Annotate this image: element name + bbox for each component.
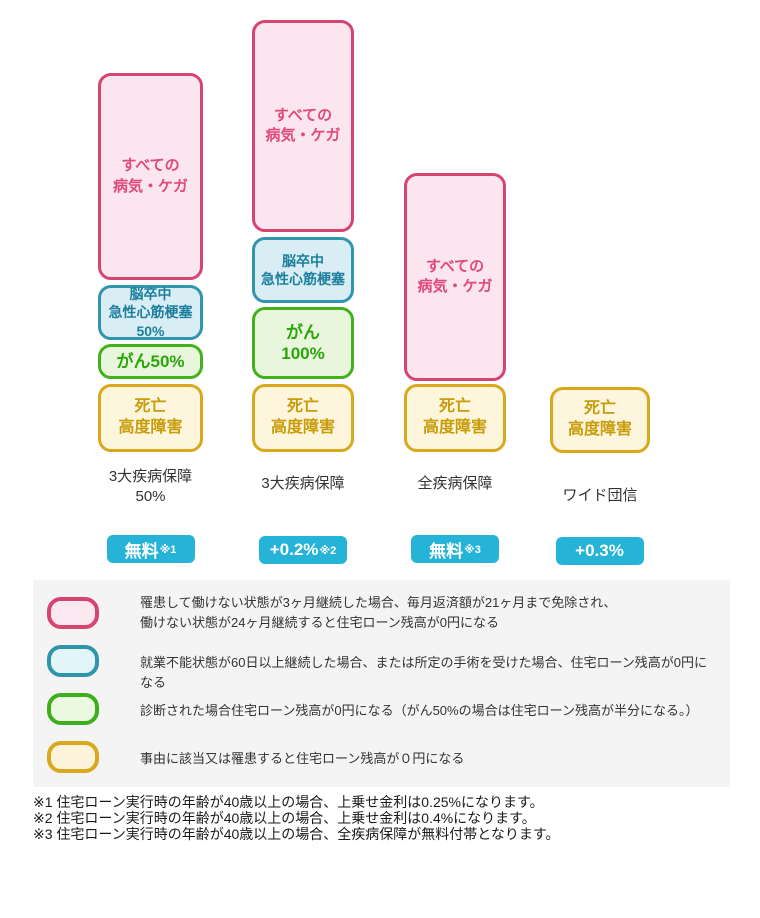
column-label: 3大疾病保障	[261, 475, 345, 492]
rate-badge: +0.3%	[556, 537, 644, 565]
rate-badge-main: 無料	[124, 541, 159, 561]
rate-badge: 無料 ※1	[106, 535, 195, 563]
coverage-box-death-disability: 死亡 高度障害	[98, 384, 203, 452]
legend-swatch-blue	[47, 645, 99, 677]
rate-badge-note: ※1	[159, 543, 177, 556]
legend-swatch-yellow	[47, 741, 99, 773]
rate-badge-main: 無料	[429, 541, 464, 561]
coverage-box-death-disability: 死亡 高度障害	[404, 384, 506, 452]
legend-text-pink: 罹患して働けない状態が3ヶ月継続した場合、毎月返済額が21ヶ月まで免除され、 働…	[140, 595, 617, 631]
coverage-box-all-illness: すべての 病気・ケガ	[404, 173, 506, 381]
coverage-box-cancer: がん50%	[98, 344, 203, 379]
coverage-box-all-illness: すべての 病気・ケガ	[98, 73, 203, 280]
rate-badge-main: +0.3%	[575, 541, 624, 560]
rate-badge: +0.2% ※2	[259, 536, 347, 564]
coverage-box-all-illness: すべての 病気・ケガ	[252, 20, 354, 232]
coverage-box-death-disability: 死亡 高度障害	[550, 387, 650, 453]
column-zen-shippei: すべての 病気・ケガ 死亡 高度障害 全疾病保障 無料 ※3	[404, 0, 506, 570]
coverage-box-stroke-infarction: 脳卒中 急性心筋梗塞 50%	[98, 285, 203, 340]
legend-swatch-pink	[47, 597, 99, 629]
legend-text-green: 診断された場合住宅ローン残高が0円になる（がん50%の場合は住宅ローン残高が半分…	[140, 703, 699, 718]
coverage-box-death-disability: 死亡 高度障害	[252, 384, 354, 452]
column-label: 全疾病保障	[417, 475, 493, 492]
legend-text-blue: 就業不能状態が60日以上継続した場合、または所定の手術を受けた場合、住宅ローン残…	[140, 655, 708, 691]
column-label: ワイド団信	[562, 487, 638, 504]
column-sandai-shippei-50: すべての 病気・ケガ 脳卒中 急性心筋梗塞 50% がん50% 死亡 高度障害 …	[98, 0, 203, 570]
legend-swatch-green	[47, 693, 99, 725]
rate-badge: 無料 ※3	[411, 535, 499, 563]
legend-panel: 罹患して働けない状態が3ヶ月継続した場合、毎月返済額が21ヶ月まで免除され、 働…	[33, 580, 730, 787]
column-wide-danshin: 死亡 高度障害 ワイド団信 +0.3%	[550, 0, 650, 570]
rate-badge-main: +0.2%	[269, 540, 319, 559]
column-sandai-shippei: すべての 病気・ケガ 脳卒中 急性心筋梗塞 がん 100% 死亡 高度障害 3大…	[252, 0, 354, 570]
rate-badge-note: ※3	[464, 543, 481, 556]
footnotes: ※1 住宅ローン実行時の年齢が40歳以上の場合、上乗せ金利は0.25%になります…	[33, 794, 560, 842]
coverage-box-cancer: がん 100%	[252, 307, 354, 379]
rate-badge-note: ※2	[319, 544, 337, 557]
column-label: 3大疾病保障 50%	[108, 468, 193, 505]
legend-text-yellow: 事由に該当又は罹患すると住宅ローン残高が０円になる	[140, 751, 465, 766]
coverage-box-stroke-infarction: 脳卒中 急性心筋梗塞	[252, 237, 354, 303]
